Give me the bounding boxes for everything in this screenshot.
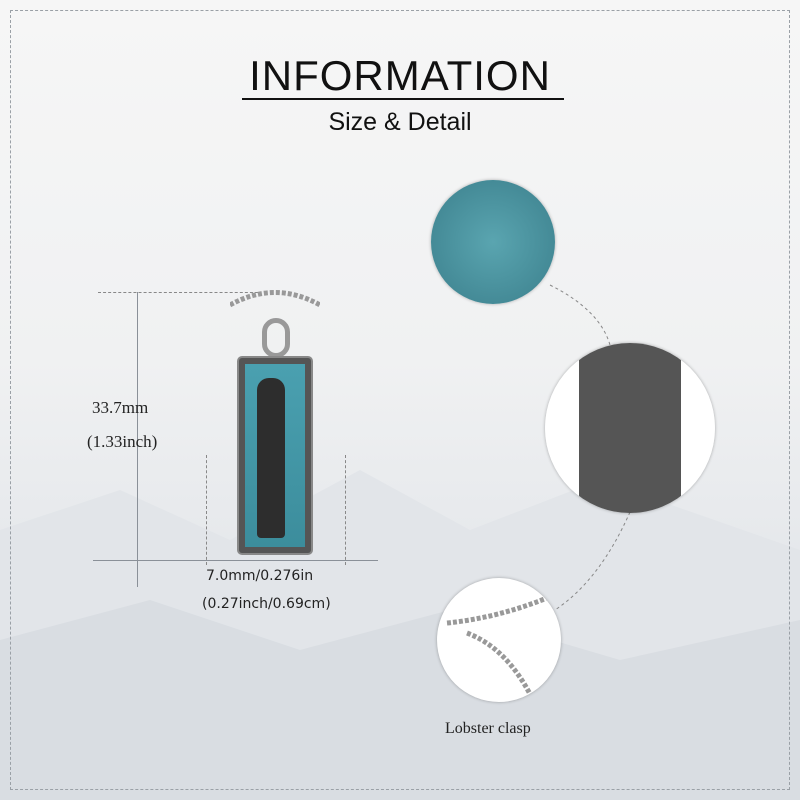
mountain-background — [0, 470, 800, 800]
detail-clasp-image — [437, 578, 561, 702]
width-mm-label: 7.0mm/0.276in — [206, 568, 314, 584]
height-top-guide — [98, 292, 258, 293]
width-inch-label: (0.27inch/0.69cm) — [202, 596, 331, 612]
height-measure-line — [137, 292, 138, 587]
dashed-frame — [10, 10, 790, 790]
clasp-label: Lobster clasp — [445, 720, 531, 737]
page-subtitle: Size & Detail — [328, 108, 472, 136]
chain-image — [230, 290, 320, 308]
detail-face-image — [431, 180, 555, 304]
title-underline — [242, 98, 564, 100]
height-mm-label: 33.7mm — [92, 398, 149, 417]
page-title: INFORMATION — [249, 52, 551, 99]
width-baseline — [93, 560, 378, 561]
pendant-image — [239, 358, 311, 553]
pendant-bail — [262, 318, 290, 358]
height-inch-label: (1.33inch) — [87, 432, 158, 451]
width-right-guide — [345, 455, 346, 565]
width-left-guide — [206, 455, 207, 565]
detail-books-image — [545, 343, 715, 513]
